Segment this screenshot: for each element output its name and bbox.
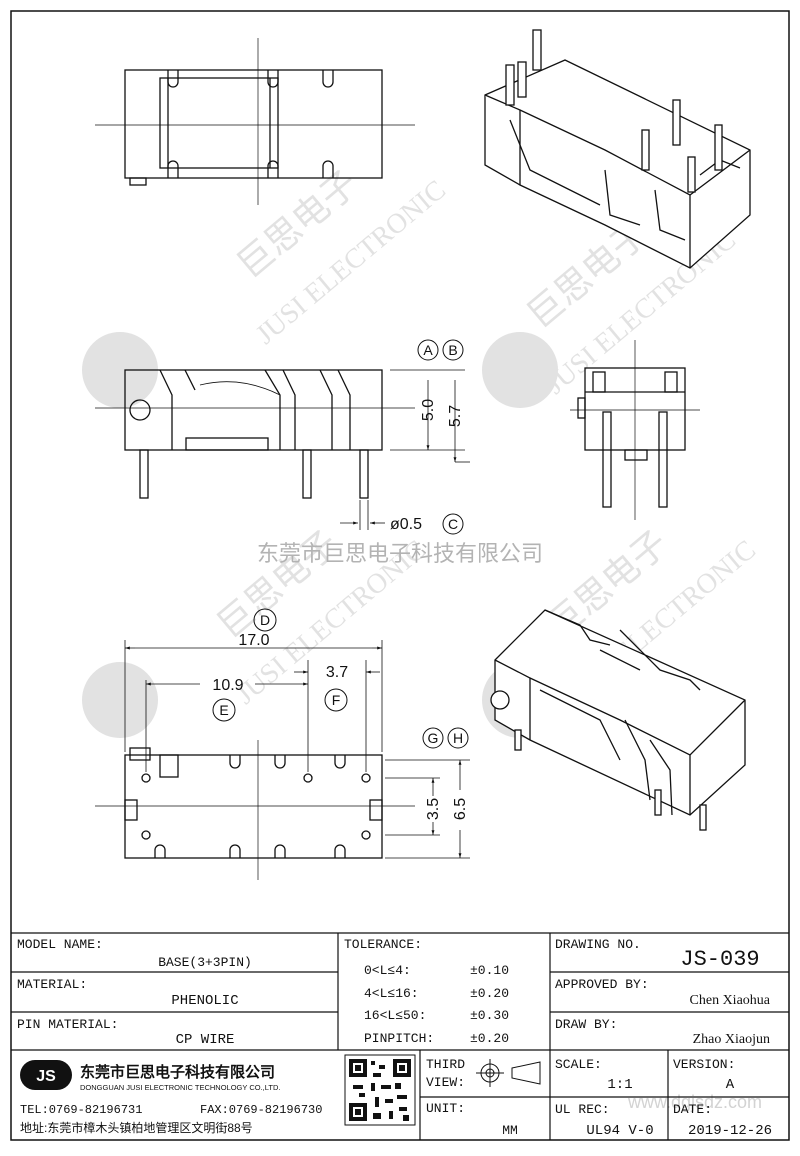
label-c: C (448, 516, 458, 532)
scale-label: SCALE: (555, 1057, 602, 1072)
sheet-border (10, 10, 790, 1141)
view-label-2: VIEW: (426, 1075, 465, 1090)
watermark-logo-circle (482, 332, 558, 408)
isometric-view-top (484, 29, 751, 269)
label-g: G (428, 730, 439, 746)
company-name-en: DONGGUAN JUSI ELECTRONIC TECHNOLOGY CO.,… (80, 1083, 280, 1092)
version-value: A (726, 1077, 735, 1093)
label-e: E (219, 702, 228, 718)
tol-value-4: ±0.20 (470, 1031, 509, 1046)
label-a: A (423, 342, 433, 358)
view-label-1: THIRD (426, 1057, 465, 1072)
dim-b-value: 5.7 (447, 405, 464, 427)
company-tel: TEL:0769-82196731 (20, 1103, 142, 1117)
tol-value-2: ±0.20 (470, 986, 509, 1001)
date-value: 2019-12-26 (688, 1123, 772, 1139)
label-f: F (332, 692, 341, 708)
dim-h-value: 6.5 (452, 798, 469, 820)
unit-value: MM (502, 1123, 518, 1138)
tolerance-label: TOLERANCE: (344, 937, 422, 952)
drawing-no-label: DRAWING NO. (555, 937, 641, 952)
bottom-view-labels: D 17.0 10.9 E 3.7 F G H 3.5 6.5 (212, 608, 469, 820)
projection-symbol (476, 1059, 541, 1087)
pin-material-label: PIN MATERIAL: (17, 1017, 118, 1032)
material-label: MATERIAL: (17, 977, 87, 992)
dim-d-value: 17.0 (238, 632, 269, 649)
material-value: PHENOLIC (171, 993, 238, 1009)
tol-value-3: ±0.30 (470, 1008, 509, 1023)
approved-value: Chen Xiaohua (690, 993, 771, 1008)
watermark-logo-circle (82, 662, 158, 738)
top-view (95, 38, 415, 205)
tol-range-4: PINPITCH: (364, 1031, 434, 1046)
tol-range-3: 16<L≤50: (364, 1008, 426, 1023)
company-name-cn: 东莞市巨思电子科技有限公司 (80, 1063, 275, 1081)
watermark-company: 东莞市巨思电子科技有限公司 (257, 541, 543, 566)
qr-code (344, 1054, 416, 1126)
label-b: B (448, 342, 457, 358)
scale-value: 1:1 (607, 1077, 632, 1093)
front-view-labels: A B 5.0 5.7 ø0.5 C (390, 339, 464, 535)
draw-value: Zhao Xiaojun (693, 1032, 770, 1047)
company-logo (20, 1060, 72, 1090)
bottom-view (95, 640, 470, 880)
draw-label: DRAW BY: (555, 1017, 617, 1032)
front-view (95, 369, 470, 530)
label-h: H (453, 730, 463, 746)
isometric-view-bottom (490, 609, 746, 831)
model-value: BASE(3+3PIN) (158, 955, 252, 970)
tol-value-1: ±0.10 (470, 963, 509, 978)
tol-range-1: 0<L≤4: (364, 963, 411, 978)
date-label: DATE: (673, 1102, 712, 1117)
side-view (570, 340, 700, 520)
version-label: VERSION: (673, 1057, 735, 1072)
label-d: D (260, 612, 270, 628)
dim-f-value: 3.7 (326, 664, 348, 681)
dim-a-value: 5.0 (420, 399, 437, 421)
ul-label: UL REC: (555, 1102, 610, 1117)
approved-label: APPROVED BY: (555, 977, 649, 992)
dim-g-value: 3.5 (425, 798, 442, 820)
unit-label: UNIT: (426, 1101, 465, 1116)
dim-e-value: 10.9 (212, 677, 243, 694)
title-block (11, 932, 789, 1140)
drawing-no-value: JS-039 (680, 947, 759, 972)
tol-range-2: 4<L≤16: (364, 986, 419, 1001)
model-label: MODEL NAME: (17, 937, 103, 952)
company-logo-text: JS (36, 1068, 56, 1085)
ul-value: UL94 V-0 (586, 1123, 653, 1139)
company-address: 地址:东莞市樟木头镇柏地管理区文明街88号 (20, 1120, 253, 1135)
watermark-logo-circle (82, 332, 158, 408)
pin-material-value: CP WIRE (176, 1032, 235, 1048)
dim-c-value: ø0.5 (390, 516, 422, 533)
title-block-text: MODEL NAME: BASE(3+3PIN) MATERIAL: PHENO… (17, 937, 772, 1139)
company-fax: FAX:0769-82196730 (200, 1103, 322, 1117)
